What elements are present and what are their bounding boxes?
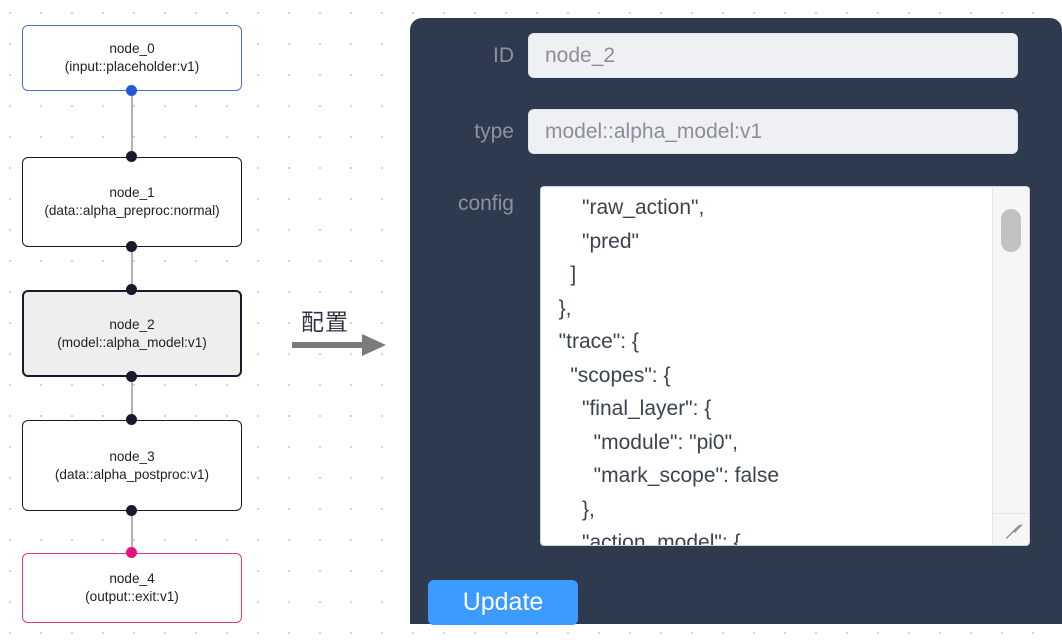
- arrow-label: 配置: [301, 309, 349, 335]
- node-label: node_0(input::placeholder:v1): [64, 41, 200, 74]
- config-textarea[interactable]: [541, 187, 993, 545]
- edge-node1-node2: [131, 247, 133, 290]
- type-input[interactable]: model::alpha_model:v1: [528, 109, 1018, 154]
- node-handle-target-node_1[interactable]: [126, 151, 137, 162]
- type-field-row: type model::alpha_model:v1: [410, 109, 1062, 154]
- transition-arrow-icon: [292, 334, 386, 356]
- graph-node-node_0[interactable]: node_0(input::placeholder:v1): [22, 25, 242, 91]
- graph-node-node_3[interactable]: node_3(data::alpha_postproc:v1): [22, 420, 242, 511]
- config-scrollbar-thumb[interactable]: [1001, 209, 1021, 252]
- node-label: node_2(model::alpha_model:v1): [57, 316, 207, 350]
- config-field-label: config: [457, 192, 514, 215]
- id-field-label: ID: [493, 43, 514, 67]
- graph-node-node_4[interactable]: node_4(output::exit:v1): [22, 553, 242, 623]
- graph-node-node_2[interactable]: node_2(model::alpha_model:v1): [22, 290, 242, 377]
- node-handle-source-node_2[interactable]: [126, 371, 137, 382]
- node-label: node_1(data::alpha_preproc:normal): [44, 185, 220, 218]
- id-input[interactable]: node_2: [528, 33, 1018, 78]
- node-label: node_3(data::alpha_postproc:v1): [54, 448, 210, 482]
- node-label: node_4(output::exit:v1): [85, 571, 179, 604]
- edge-node0-node1: [131, 90, 133, 156]
- type-field-label: type: [474, 119, 514, 143]
- config-resize-handle[interactable]: [992, 513, 1029, 545]
- id-field-row: ID node_2: [410, 33, 1062, 78]
- edge-node2-node3: [131, 377, 133, 420]
- edge-node3-node4: [131, 511, 133, 553]
- node-handle-source-node_0[interactable]: [126, 85, 137, 96]
- node-handle-source-node_1[interactable]: [126, 241, 137, 252]
- node-handle-target-node_4[interactable]: [126, 547, 137, 558]
- node-handle-source-node_3[interactable]: [126, 505, 137, 516]
- node-handle-target-node_3[interactable]: [126, 414, 137, 425]
- graph-node-node_1[interactable]: node_1(data::alpha_preproc:normal): [22, 157, 242, 247]
- node-handle-target-node_2[interactable]: [126, 284, 137, 295]
- config-scrollbar[interactable]: [992, 187, 1029, 514]
- config-textarea-wrapper[interactable]: [540, 186, 1030, 546]
- update-button[interactable]: Update: [428, 580, 578, 625]
